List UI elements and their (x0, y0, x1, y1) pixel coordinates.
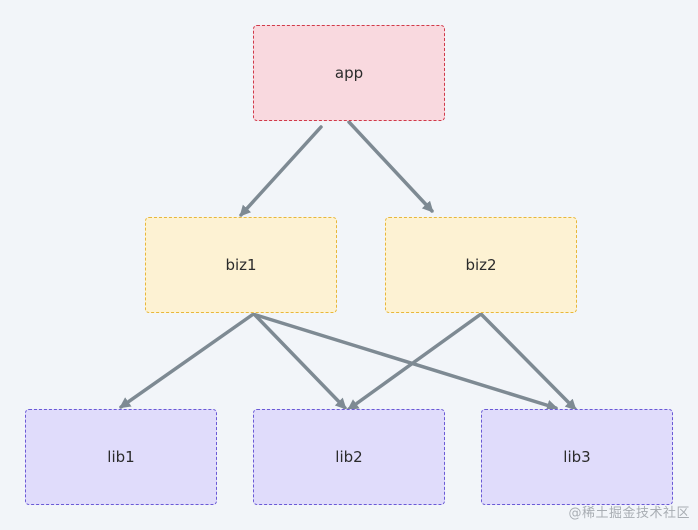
node-biz1-label: biz1 (225, 256, 257, 274)
edge-biz2-to-lib2 (347, 312, 483, 411)
node-lib2-label: lib2 (335, 448, 363, 466)
node-app[interactable]: app (253, 25, 445, 121)
node-biz2-label: biz2 (465, 256, 497, 274)
edge-app-to-biz2 (347, 120, 434, 213)
node-biz1[interactable]: biz1 (145, 217, 337, 313)
node-lib1[interactable]: lib1 (25, 409, 217, 505)
node-lib3-label: lib3 (563, 448, 591, 466)
edge-app-to-biz1 (239, 125, 323, 217)
edge-biz1-to-lib3 (254, 313, 559, 411)
watermark: @稀土掘金技术社区 (568, 506, 690, 521)
node-lib1-label: lib1 (107, 448, 135, 466)
edge-biz1-to-lib1 (119, 313, 254, 409)
node-app-label: app (334, 64, 364, 82)
node-lib2[interactable]: lib2 (253, 409, 445, 505)
node-biz2[interactable]: biz2 (385, 217, 577, 313)
node-lib3[interactable]: lib3 (481, 409, 673, 505)
edge-biz2-to-lib3 (479, 312, 577, 411)
edge-biz1-to-lib2 (252, 312, 347, 410)
